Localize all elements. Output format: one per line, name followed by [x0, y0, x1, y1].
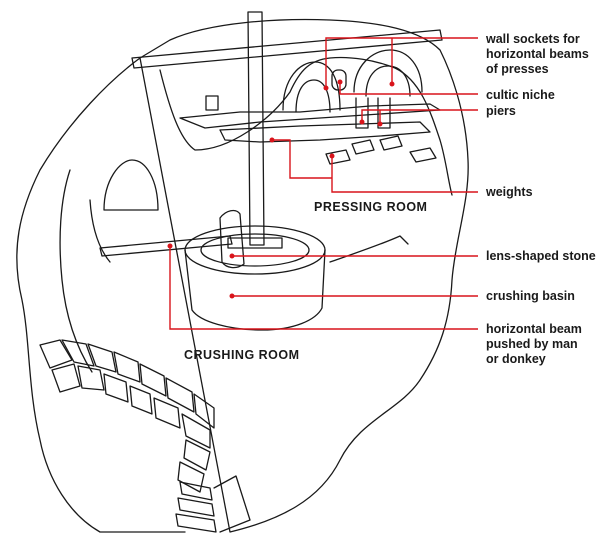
arched-niche-left — [103, 159, 159, 211]
leader-weights — [272, 139, 478, 193]
label-lens-stone: lens-shaped stone — [486, 249, 596, 263]
cave-outline — [16, 18, 469, 533]
label-cultic-niche: cultic niche — [486, 88, 555, 102]
back-arch-1 — [282, 61, 341, 113]
back-arch-2 — [353, 49, 423, 97]
basin-body — [184, 249, 326, 331]
label-crushing-basin: crushing basin — [486, 289, 575, 303]
stairs — [175, 475, 251, 533]
pier-1 — [355, 97, 369, 129]
inner-wall-left — [59, 169, 111, 373]
inner-ceiling — [159, 56, 453, 196]
floor-line — [329, 235, 409, 263]
leader-piers — [361, 109, 478, 124]
weight-3 — [409, 147, 437, 163]
pressing-room-label: PRESSING ROOM — [314, 200, 428, 214]
stone-hub — [227, 237, 283, 249]
press-bench — [219, 121, 431, 143]
leader-cultic-niche — [339, 82, 478, 95]
small-wall-niche — [205, 95, 219, 111]
lens-stone-shape — [219, 209, 245, 269]
stone-wall — [39, 339, 215, 493]
weight-1 — [325, 149, 351, 165]
vertical-axle — [247, 11, 265, 246]
press-beam-top — [131, 29, 443, 69]
weight-2 — [351, 139, 375, 155]
weight-4 — [379, 135, 403, 151]
leader-horizontal-beam — [169, 246, 478, 330]
leader-wall-sockets — [325, 37, 478, 88]
crushing-room-label: CRUSHING ROOM — [184, 348, 300, 362]
label-weights: weights — [486, 185, 533, 199]
push-beam — [99, 235, 233, 257]
label-piers: piers — [486, 104, 516, 118]
basin-rim — [184, 225, 326, 275]
label-wall-sockets: wall sockets for horizontal beams of pre… — [486, 32, 589, 76]
press-floor — [179, 103, 441, 129]
cultic-niche-shape — [331, 69, 347, 91]
basin-inner — [200, 233, 310, 267]
label-horizontal-beam: horizontal beam pushed by man or donkey — [486, 322, 582, 366]
